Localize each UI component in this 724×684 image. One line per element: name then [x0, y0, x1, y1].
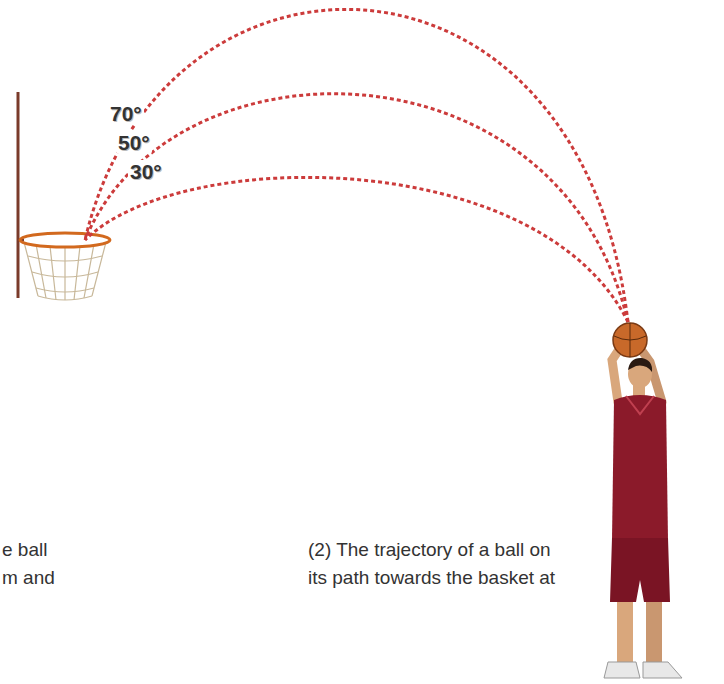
- trajectories: [85, 9, 628, 322]
- rim: [20, 233, 110, 247]
- caption-fragment: m and: [2, 568, 55, 589]
- angle-label: 70°: [108, 102, 144, 125]
- player: [604, 323, 682, 678]
- caption-fragment: e ball: [2, 540, 47, 561]
- caption-line: (2) The trajectory of a ball on: [308, 540, 551, 561]
- angle-label: 30°: [128, 160, 164, 183]
- caption-line: its path towards the basket at: [308, 568, 555, 589]
- net: [24, 242, 106, 300]
- ball: [613, 323, 647, 357]
- backboard: [17, 92, 20, 298]
- trajectory-50: [85, 94, 628, 322]
- trajectory-70: [85, 9, 628, 322]
- trajectory-30: [85, 177, 628, 322]
- angle-label: 50°: [116, 131, 152, 154]
